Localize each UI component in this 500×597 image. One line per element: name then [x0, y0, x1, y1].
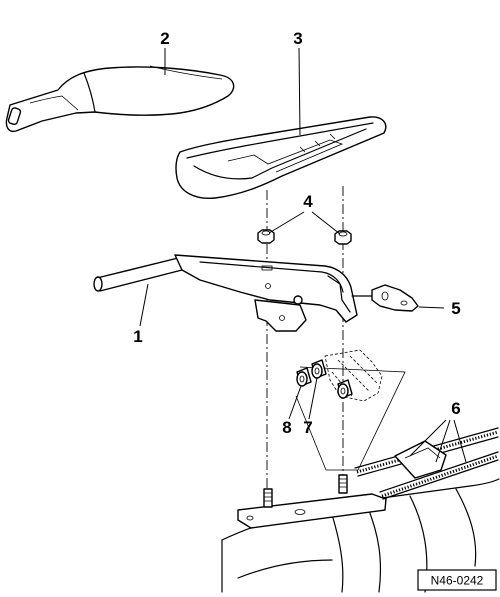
callout-5: 5 — [451, 299, 460, 318]
callouts: 1 2 3 4 5 6 7 8 — [133, 29, 460, 437]
callout-2: 2 — [160, 29, 169, 48]
callout-8: 8 — [282, 418, 291, 437]
nut-left-bore — [261, 230, 271, 236]
stud-left — [263, 488, 273, 508]
lever-body — [174, 254, 358, 323]
ghost-bracket-outline — [324, 349, 383, 402]
cable-guide-bracket — [394, 440, 447, 479]
mounting-plate-hole — [294, 509, 306, 515]
callout-4: 4 — [303, 192, 313, 211]
handbrake-lever — [93, 254, 358, 332]
console-trim-inner-edge — [193, 128, 367, 180]
bushings — [296, 359, 353, 399]
lever-hole — [265, 283, 271, 289]
handbrake-grip-cover — [5, 65, 235, 133]
mounting-studs — [263, 474, 348, 508]
leader-lines — [139, 47, 467, 463]
callout-7: 7 — [303, 418, 312, 437]
cable-guide-bracket-edge — [404, 447, 441, 459]
leader-1 — [139, 283, 149, 327]
figure-reference-code: N46-0242 — [431, 574, 484, 588]
nuts — [257, 229, 352, 245]
guide-line-left — [295, 395, 358, 471]
centerlines — [266, 186, 344, 492]
tunnel-rib-4 — [455, 488, 477, 567]
callout-6: 6 — [451, 399, 460, 418]
bushing-lower-bore — [340, 387, 346, 395]
nut-right — [334, 230, 352, 245]
compensator-bracket — [351, 284, 419, 312]
tunnel-lower-profile — [237, 559, 333, 579]
compensator-body — [371, 284, 419, 312]
leader-4 — [268, 211, 341, 235]
lever-body-flange — [199, 261, 344, 293]
bushing-8 — [296, 371, 308, 387]
mounting-plate — [237, 493, 387, 529]
lever-rod-end — [93, 276, 103, 292]
floor-tunnel — [221, 478, 500, 593]
compensator-hole — [400, 300, 408, 306]
stud-right-thread — [339, 478, 347, 488]
lever-ratchet-mechanism — [254, 299, 307, 332]
leader-5 — [418, 306, 445, 309]
lever-pivot — [293, 295, 303, 305]
nut-right-bore — [338, 231, 348, 237]
console-trim-body — [175, 116, 387, 199]
bushing-7-bore — [314, 367, 320, 375]
lever-rivet — [279, 315, 285, 321]
bushing-7 — [311, 363, 323, 379]
grip-cover-seam — [83, 72, 96, 113]
console-trim-rim — [186, 122, 374, 159]
guide-line-right — [299, 366, 406, 471]
console-trim-cavity — [227, 139, 344, 173]
bushing-8-bore — [299, 375, 305, 383]
center-console-trim — [175, 116, 387, 199]
brake-cables — [354, 427, 499, 500]
leader-7 — [308, 377, 318, 420]
grip-cover-step — [29, 95, 79, 111]
bushing-lower — [337, 383, 349, 399]
grip-cover-body — [5, 66, 235, 133]
compensator-pin — [381, 291, 389, 301]
leader-8 — [288, 385, 302, 420]
callout-1: 1 — [133, 327, 142, 346]
grip-cover-ridge — [149, 65, 223, 80]
stud-right — [338, 474, 348, 494]
grip-cover-slot — [7, 107, 22, 126]
lever-rod — [96, 257, 183, 292]
brake-cable-lower-coil — [381, 454, 499, 498]
mounting-plate-hole-left — [246, 515, 254, 521]
brake-cable-upper-coil — [356, 430, 499, 474]
tunnel-rib-2 — [365, 502, 382, 593]
leader-3 — [298, 47, 301, 136]
tunnel-rib-1 — [329, 507, 344, 593]
lever-pawl — [327, 275, 351, 313]
figure-reference: N46-0242 — [417, 569, 497, 591]
leader-6 — [409, 419, 467, 463]
callout-3: 3 — [293, 29, 302, 48]
brake-cable-lower — [379, 451, 499, 500]
lever-slot — [261, 265, 273, 271]
console-trim-slots — [299, 133, 336, 153]
stud-left-thread — [264, 492, 272, 502]
figure-reference-box — [417, 569, 497, 591]
